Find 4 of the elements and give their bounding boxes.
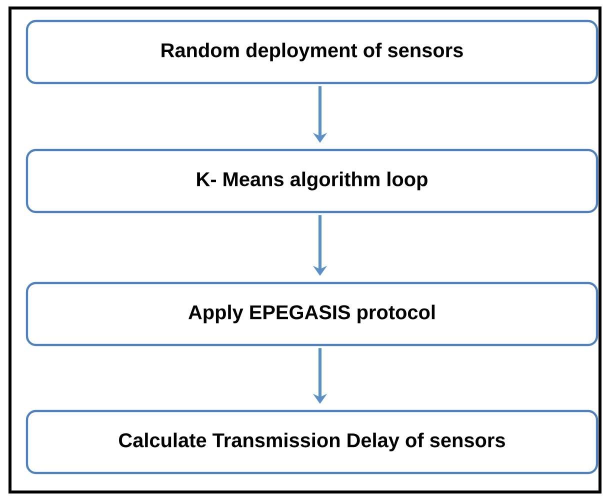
process-box: Calculate Transmission Delay of sensors [26,410,598,474]
process-box: Apply EPEGASIS protocol [26,282,598,346]
process-box: K- Means algorithm loop [26,148,598,214]
process-box: Random deployment of sensors [26,20,598,84]
